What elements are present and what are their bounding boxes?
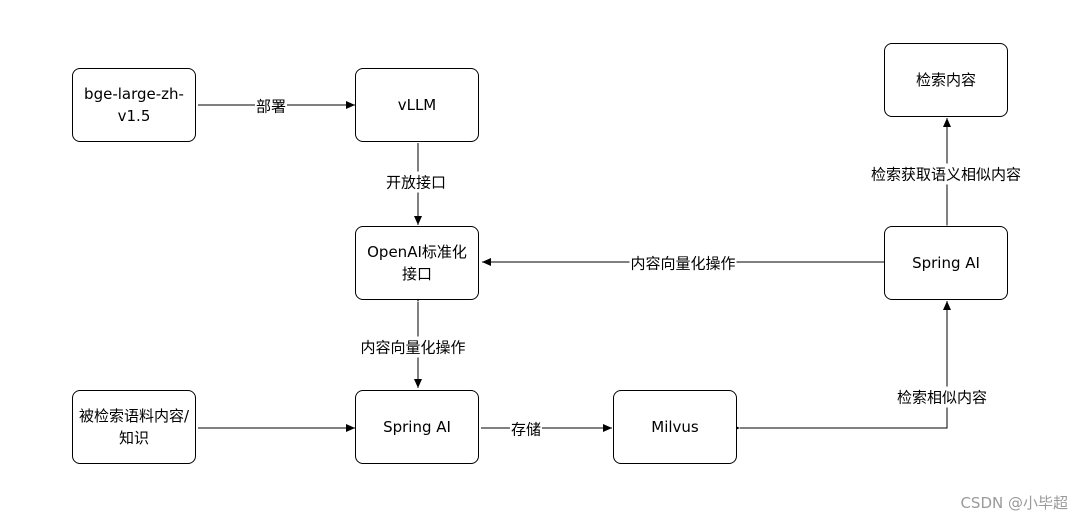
node-retrieved: 检索内容: [884, 43, 1008, 117]
edge-retrieve-similar: [731, 301, 951, 432]
node-openai-api-label: OpenAI标准化接口: [367, 243, 467, 283]
node-vllm-label: vLLM: [397, 96, 437, 114]
watermark: CSDN @小毕超: [960, 494, 1068, 512]
node-openai-api: OpenAI标准化接口: [355, 226, 479, 300]
node-bge-label: bge-large-zh-v1.5: [84, 85, 184, 125]
node-milvus: Milvus: [613, 390, 737, 464]
node-spring-ai-right: Spring AI: [884, 226, 1008, 300]
edge-label-store: 存储: [509, 418, 543, 440]
edge-label-retrieve-semantic: 检索获取语义相似内容: [869, 163, 1023, 185]
edge-label-open-api: 开放接口: [384, 171, 448, 193]
node-spring-ai-left: Spring AI: [355, 390, 479, 464]
node-spring-ai-left-label: Spring AI: [383, 418, 451, 436]
node-milvus-label: Milvus: [651, 418, 699, 436]
node-spring-ai-right-label: Spring AI: [912, 254, 980, 272]
edge-label-deploy: 部署: [254, 95, 288, 117]
node-retrieved-label: 检索内容: [915, 71, 976, 89]
edge-label-vectorize-left: 内容向量化操作: [359, 336, 467, 358]
node-bge: bge-large-zh-v1.5: [72, 68, 196, 142]
node-corpus-label: 被检索语料内容/知识: [78, 407, 190, 447]
node-corpus: 被检索语料内容/知识: [72, 390, 196, 464]
edge-label-retrieve-similar: 检索相似内容: [895, 386, 989, 408]
node-vllm: vLLM: [355, 68, 479, 142]
edge-label-vectorize-top: 内容向量化操作: [629, 252, 737, 274]
